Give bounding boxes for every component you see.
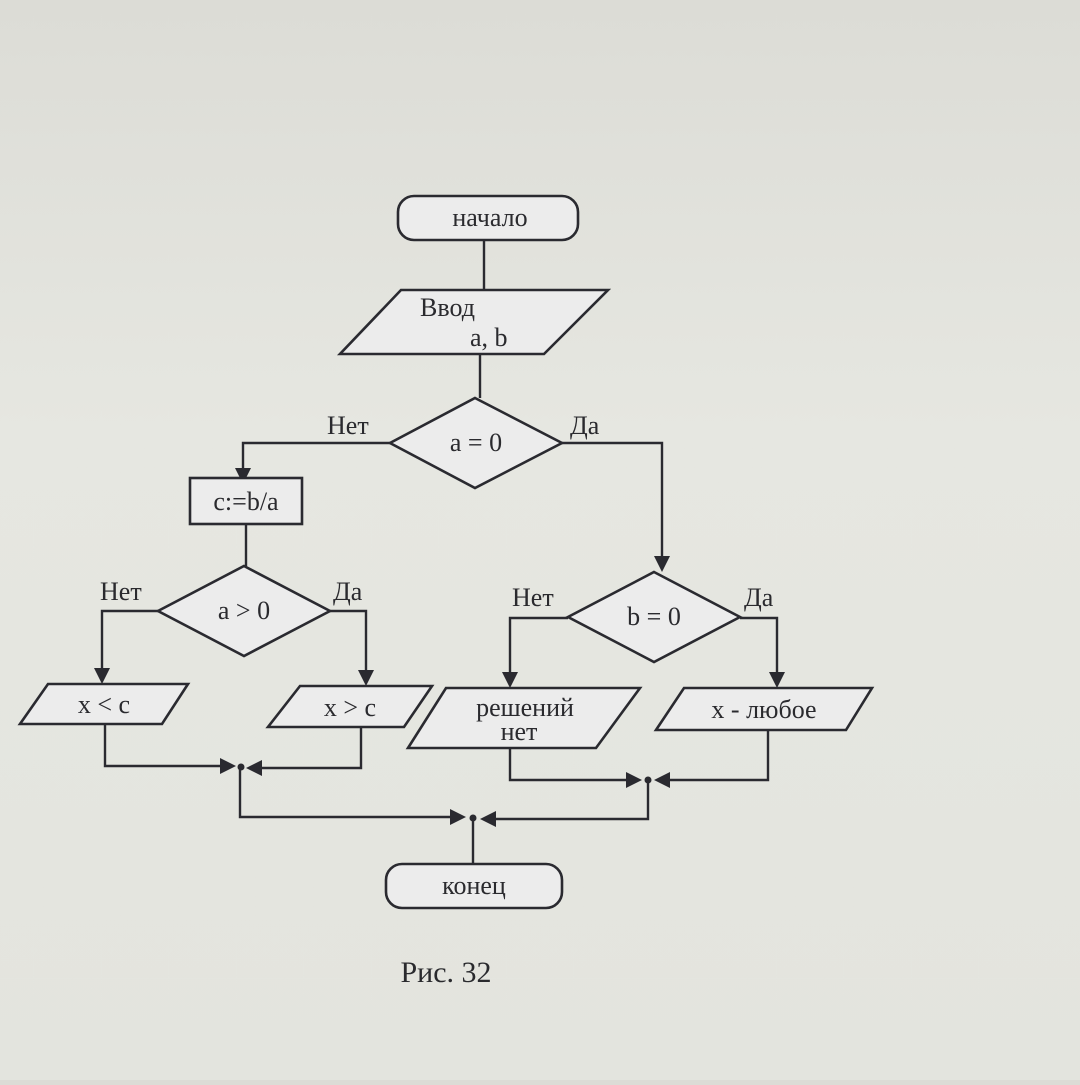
input-vars: a, b [470, 323, 508, 352]
decision-agt-label: a > 0 [218, 596, 270, 625]
branch-yes-label: Да [333, 577, 363, 606]
out-lt-label: x < c [78, 690, 130, 719]
decision-diamond [387, 396, 565, 490]
output-x-any: x - любое [653, 686, 875, 732]
decision-b-label: b = 0 [627, 602, 681, 631]
assign-label: c:=b/a [213, 487, 279, 516]
output-parallelogram [265, 684, 435, 729]
branch-no-label: Нет [100, 577, 142, 606]
arrowhead-cond-b [654, 556, 670, 572]
process-assign: c:=b/a [188, 476, 304, 526]
edge-cond-b-no [508, 616, 568, 676]
start-terminator [396, 194, 580, 242]
arrowhead-out-lt [94, 668, 110, 684]
edge-cond-a-no [241, 441, 390, 470]
edge-cond-agt-no [100, 609, 158, 672]
edge-cond-a-yes [562, 441, 664, 560]
decision-diamond [155, 564, 333, 658]
out-none-line-2: нет [501, 717, 538, 746]
process-rect [188, 476, 304, 526]
merge-dot-final [469, 814, 477, 822]
arrowhead-merge-final-a [450, 809, 466, 825]
decision-a-zero: a = 0 Нет Да [327, 396, 600, 490]
decision-a-positive: a > 0 Нет Да [100, 564, 363, 658]
output-parallelogram [653, 686, 875, 732]
edge-out-none-merge [508, 748, 630, 782]
arrowhead-merge-final-b [480, 811, 496, 827]
edge-right-merge-final [492, 780, 650, 821]
arrowhead-merge-left-b [246, 760, 262, 776]
arrowhead-out-none [502, 672, 518, 688]
arrowhead-out-any [769, 672, 785, 688]
merge-dot-left [237, 763, 245, 771]
branch-yes-label: Да [570, 411, 600, 440]
out-none-line-1: решений [476, 693, 574, 722]
input-parallelogram [336, 288, 612, 356]
edge-out-gt-merge [258, 727, 363, 770]
arrowhead-assign [235, 468, 251, 484]
branch-no-label: Нет [512, 583, 554, 612]
arrowhead-merge-right-a [626, 772, 642, 788]
end-terminator [384, 862, 564, 910]
output-parallelogram [17, 682, 191, 726]
input-label: Ввод [420, 293, 475, 322]
arrowhead-merge-left-a [220, 758, 236, 774]
arrowhead-merge-right-b [654, 772, 670, 788]
end-label: конец [442, 871, 506, 900]
start-node: начало [396, 194, 580, 242]
output-no-solutions: решений нет [405, 686, 643, 750]
output-x-less-c: x < c [17, 682, 191, 726]
start-label: начало [452, 203, 527, 232]
figure-caption: Рис. 32 [400, 956, 491, 989]
arrowheads [94, 468, 785, 827]
merge-dot-right [644, 776, 652, 784]
out-any-label: x - любое [711, 695, 816, 724]
decision-diamond [565, 570, 743, 664]
branch-yes-label: Да [744, 583, 774, 612]
branch-no-label: Нет [327, 411, 369, 440]
connectors [100, 240, 779, 866]
edge-cond-b-yes [740, 616, 779, 676]
out-gt-label: x > c [324, 693, 376, 722]
arrowhead-out-gt [358, 670, 374, 686]
edge-cond-agt-yes [330, 609, 368, 674]
input-node: Ввод a, b [336, 288, 612, 356]
decision-b-zero: b = 0 Нет Да [512, 570, 774, 664]
edge-left-merge-final [238, 766, 454, 819]
decision-a-label: a = 0 [450, 428, 502, 457]
output-x-greater-c: x > c [265, 684, 435, 729]
output-parallelogram [405, 686, 643, 750]
end-node: конец [384, 862, 564, 910]
edge-out-any-merge [666, 730, 770, 782]
edge-out-lt-merge [103, 724, 224, 768]
